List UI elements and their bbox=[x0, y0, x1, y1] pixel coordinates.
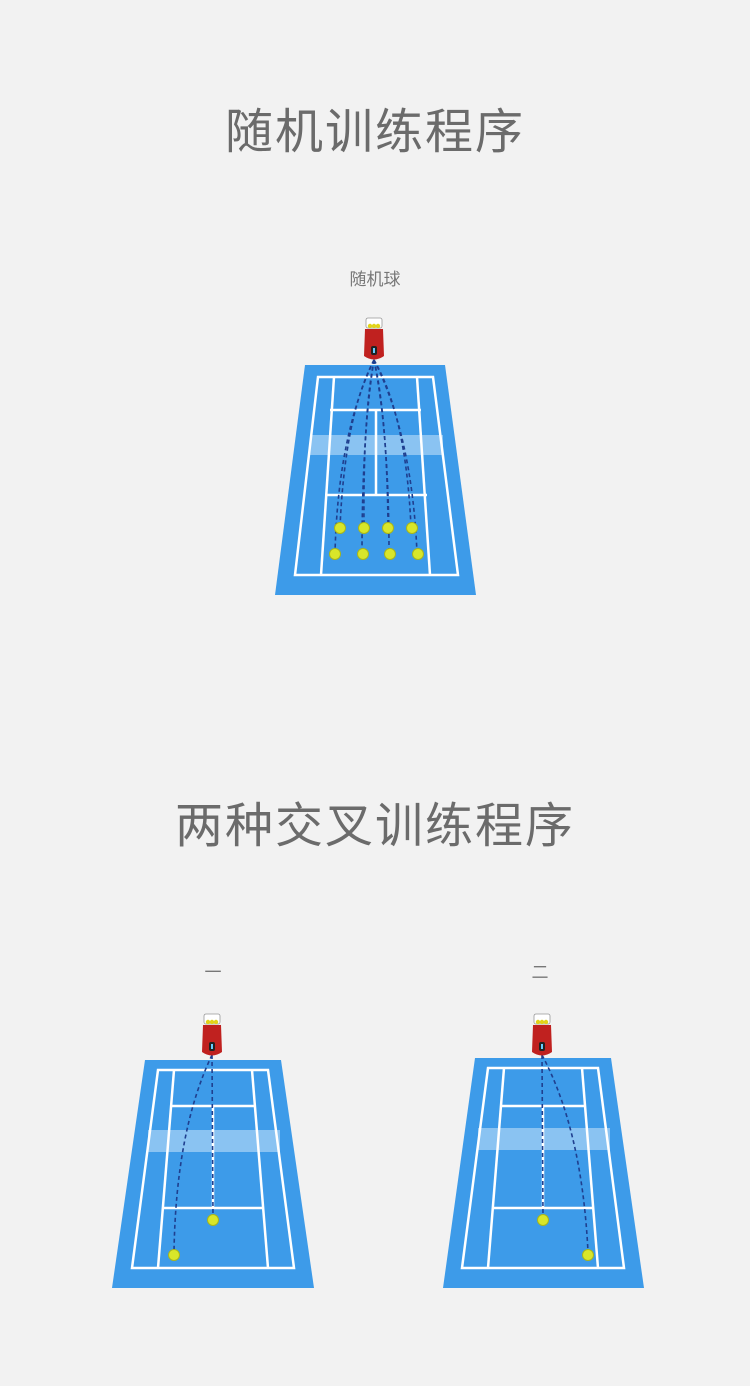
net-band bbox=[148, 1130, 280, 1152]
tennis-ball-icon bbox=[329, 548, 341, 560]
tennis-ball-icon bbox=[207, 1214, 219, 1226]
court-diagram-cross-1 bbox=[112, 1013, 314, 1288]
ball-machine-icon bbox=[364, 317, 384, 360]
tennis-balls bbox=[329, 522, 424, 560]
ball-machine-icon bbox=[532, 1013, 552, 1056]
tennis-ball-icon bbox=[537, 1214, 549, 1226]
section-title-random: 随机训练程序 bbox=[224, 104, 525, 160]
diagram-label-random: 随机球 bbox=[349, 270, 401, 290]
court-lines bbox=[293, 375, 460, 577]
trajectories bbox=[541, 1054, 589, 1253]
tennis-ball-icon bbox=[168, 1249, 180, 1261]
ball-machine-icon bbox=[202, 1013, 222, 1056]
tennis-ball-icon bbox=[358, 522, 370, 534]
diagram-label-cross-2: 二 bbox=[531, 963, 549, 983]
net-band bbox=[478, 1128, 610, 1150]
section-title-cross: 两种交叉训练程序 bbox=[174, 798, 575, 854]
court-lines bbox=[130, 1068, 296, 1270]
trajectories bbox=[173, 1054, 214, 1253]
court-diagram-random bbox=[275, 317, 476, 595]
tennis-ball-icon bbox=[382, 522, 394, 534]
tennis-ball-icon bbox=[334, 522, 346, 534]
tennis-balls bbox=[168, 1214, 219, 1261]
tennis-ball-icon bbox=[412, 548, 424, 560]
tennis-ball-icon bbox=[582, 1249, 594, 1261]
court-lines bbox=[460, 1066, 626, 1270]
tennis-ball-icon bbox=[357, 548, 369, 560]
tennis-balls bbox=[537, 1214, 594, 1261]
tennis-ball-icon bbox=[406, 522, 418, 534]
tennis-ball-icon bbox=[384, 548, 396, 560]
court-diagram-cross-2 bbox=[443, 1013, 644, 1288]
diagram-label-cross-1: 一 bbox=[204, 963, 222, 983]
net-band bbox=[310, 435, 443, 455]
